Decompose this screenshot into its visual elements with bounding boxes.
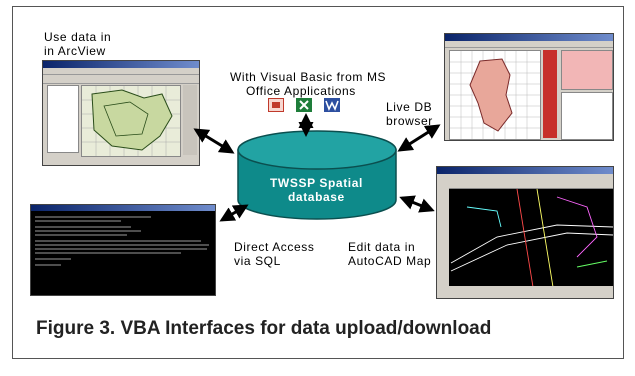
browser-options-panel	[561, 50, 613, 90]
sql-console-screenshot	[30, 204, 216, 296]
vb-label-line2: Office Applications	[246, 84, 356, 98]
live-db-arrow	[397, 124, 441, 152]
autocad-arrow	[399, 195, 435, 213]
autocad-label-line2: AutoCAD Map	[348, 254, 432, 268]
live-db-browser-screenshot	[444, 33, 614, 141]
autocad-command-bar	[437, 286, 613, 298]
arcview-label-line2: in ArcView	[44, 44, 106, 58]
sql-label-line1: Direct Access	[234, 240, 315, 254]
arcview-legend	[47, 85, 79, 153]
database-label-line1: TWSSP Spatial	[270, 176, 363, 190]
arcview-map	[81, 85, 181, 157]
figure-caption: Figure 3. VBA Interfaces for data upload…	[36, 318, 492, 339]
browser-legend-panel	[561, 92, 613, 140]
live-db-label-line1: Live DB	[386, 100, 433, 114]
browser-map	[449, 50, 541, 140]
arcview-label-line1: Use data in	[44, 30, 112, 44]
excel-icon	[296, 98, 312, 112]
figure-frame	[12, 6, 624, 359]
powerpoint-icon	[268, 98, 284, 112]
autocad-toolbar	[437, 188, 449, 288]
live-db-label-line2: browser	[386, 114, 433, 128]
refresh-button[interactable]	[543, 50, 557, 138]
sql-label-line2: via SQL	[234, 254, 281, 268]
word-icon	[324, 98, 340, 112]
vb-label-line1: With Visual Basic from MS	[230, 70, 387, 84]
arcview-screenshot	[42, 60, 200, 166]
sql-arrow	[219, 204, 249, 222]
autocad-label-line1: Edit data in	[348, 240, 416, 254]
arcview-arrow	[193, 128, 235, 154]
autocad-map-screenshot	[436, 166, 614, 299]
database-label-line2: database	[288, 190, 345, 204]
